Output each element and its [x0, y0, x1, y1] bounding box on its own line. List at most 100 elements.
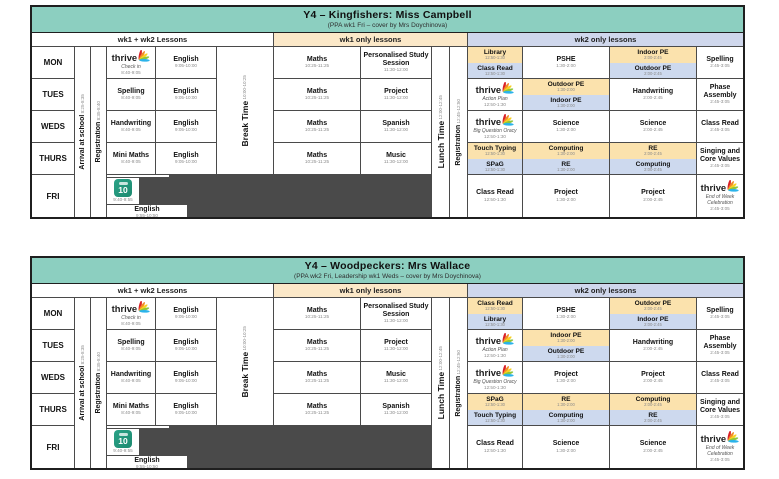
thrive-logo-icon: thrive [476, 113, 514, 126]
lesson-time: 2:00-2:45 [643, 346, 663, 352]
lunch-time-column: Lunch Time 12:00-12:45 [432, 47, 449, 217]
break-time-column-label: Break Time 10:00-10:25 [237, 326, 253, 398]
lesson-name: Mini Maths [112, 151, 150, 159]
app-tile-bar [118, 432, 128, 436]
lesson-time: 11:30-12:00 [383, 378, 409, 384]
lesson-name: Spelling [706, 55, 734, 63]
assembly-cell: Assembly9:05-9:40 [107, 175, 169, 177]
timetable-subtitle: (PPA wk2 Fri, Leadership wk1 Weds – cove… [294, 273, 481, 280]
lesson-name: Maths [306, 338, 328, 346]
band-label: wk1 only lessons [339, 286, 402, 295]
lesson-name: Handwriting [110, 119, 152, 127]
timetable-title: Y4 – Kingfishers: Miss Campbell [303, 9, 472, 21]
registration-am-column: Registration 8:35-8:40 [91, 47, 106, 217]
lunch-time-column-label: Lunch Time 12:00-12:45 [433, 346, 449, 419]
lesson-time: 10:25-11:25 [304, 378, 330, 384]
lesson-time: 2:45-3:05 [710, 205, 730, 211]
lesson-time: 9:05-10:00 [175, 314, 197, 320]
lesson-time: 2:00-2:45 [643, 196, 663, 202]
lesson-time: 2:00-2:45 [644, 55, 662, 61]
lesson-time: 2:00-2:45 [644, 166, 662, 172]
vertical-label: Registration [94, 121, 102, 163]
lesson-name: Touch Typing [473, 145, 517, 153]
svg-text:thrive: thrive [701, 434, 727, 444]
vertical-label: Registration [454, 124, 462, 166]
lesson-name: Library [483, 315, 507, 323]
vertical-label: Registration [94, 372, 102, 414]
day-label-weds: WEDS [32, 111, 74, 142]
vertical-time: 8:35-8:40 [95, 352, 101, 373]
lesson-name: Class Read [476, 189, 514, 197]
day-label-thurs: THURS [32, 143, 74, 174]
lesson-time: 2:45-3:05 [710, 163, 730, 169]
lesson-time: 8:40-9:05 [121, 378, 141, 384]
band-label: wk1 only lessons [339, 35, 402, 44]
lesson-name: Maths [306, 119, 328, 127]
svg-text:thrive: thrive [112, 303, 138, 313]
registration-am-column-label: Registration 8:35-8:40 [91, 101, 106, 163]
lesson-time: 12:50-1:30 [484, 196, 506, 202]
lunch-time-column-label: Lunch Time 12:00-12:45 [433, 95, 449, 168]
lesson-time: 1:30-2:00 [557, 417, 575, 423]
friday-morning-row: Spelling Test8:40-9:05Assembly9:05-9:401… [107, 426, 431, 468]
lesson-time: 9:40-9:55 [113, 196, 133, 202]
lesson-name: English [173, 87, 199, 95]
timetable-header: Y4 – Kingfishers: Miss Campbell (PPA wk1… [32, 7, 743, 33]
lesson-name: Computing [548, 411, 584, 419]
app-number-label: 10 [118, 435, 128, 446]
lesson-time: 10:25-11:25 [304, 314, 330, 320]
lesson-time: 12:50-1:30 [484, 321, 506, 327]
lesson-time: 10:25-11:25 [304, 159, 330, 165]
vertical-label: Lunch Time [435, 121, 446, 169]
registration-pm-column: Registration 12:45-12:50 [450, 47, 467, 217]
lesson-time: 2:00-2:45 [644, 70, 662, 76]
lesson-time: 2:00-2:45 [643, 447, 663, 453]
lesson-name: Spelling [117, 87, 145, 95]
lesson-name: Science [552, 440, 580, 448]
band-label: wk2 only lessons [574, 286, 637, 295]
thrive-logo-icon: thrive [476, 81, 514, 94]
thrive-logo-icon: thrive [701, 431, 739, 444]
day-label-weds: WEDS [32, 362, 74, 393]
lesson-name: PSHE [556, 306, 576, 314]
thrive-logo-icon: thrive [701, 180, 739, 193]
arrival-column: Arrival at school 8:25-8:35 [75, 298, 90, 468]
lesson-name: Indoor PE [637, 315, 669, 323]
lesson-name: PSHE [556, 55, 576, 63]
lesson-name: Maths [306, 402, 328, 410]
thrive-activity-label: Action Plan [482, 346, 508, 353]
day-label: THURS [39, 405, 67, 414]
lesson-time: 9:05-10:00 [175, 95, 197, 101]
lesson-time: 12:50-1:30 [484, 352, 506, 358]
lesson-time: 11:30-12:00 [383, 67, 409, 73]
lesson-time: 12:50-1:30 [484, 417, 506, 423]
band-wk1: wk1 only lessons [274, 284, 467, 297]
